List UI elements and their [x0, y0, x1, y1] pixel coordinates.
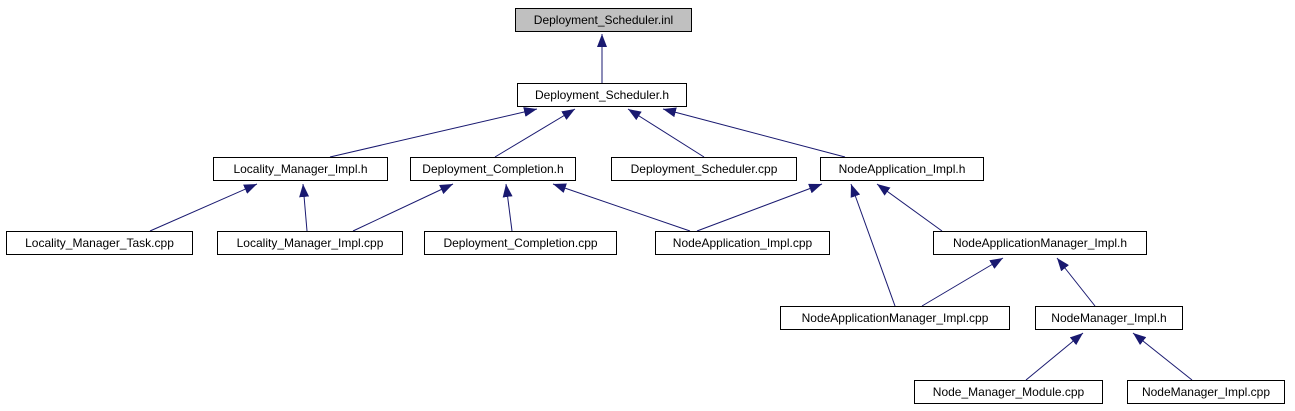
graph-node-deployment_scheduler_h[interactable]: Deployment_Scheduler.h: [517, 83, 687, 107]
graph-edges: [149, 34, 1193, 381]
graph-node-label: Node_Manager_Module.cpp: [932, 385, 1085, 399]
graph-node-nodeapplicationmanager_impl_h[interactable]: NodeApplicationManager_Impl.h: [933, 231, 1147, 255]
graph-node-nodemanager_impl_cpp[interactable]: NodeManager_Impl.cpp: [1127, 380, 1285, 404]
graph-node-node_manager_module_cpp[interactable]: Node_Manager_Module.cpp: [914, 380, 1103, 404]
graph-node-label: Deployment_Completion.cpp: [443, 236, 598, 250]
graph-node-locality_manager_impl_h[interactable]: Locality_Manager_Impl.h: [213, 157, 388, 181]
edge-deployment_scheduler_cpp-to-deployment_scheduler_h: [627, 108, 705, 158]
graph-node-locality_manager_task_cpp[interactable]: Locality_Manager_Task.cpp: [6, 231, 193, 255]
edge-node_manager_module_cpp-to-nodemanager_impl_h: [1025, 332, 1084, 381]
graph-node-label: NodeManager_Impl.h: [1051, 311, 1167, 325]
graph-node-nodeapplicationmanager_impl_cpp[interactable]: NodeApplicationManager_Impl.cpp: [780, 306, 1010, 330]
graph-node-label: Locality_Manager_Impl.h: [233, 162, 368, 176]
graph-node-label: Deployment_Scheduler.cpp: [630, 162, 778, 176]
graph-node-label: NodeApplication_Impl.cpp: [672, 236, 813, 250]
graph-node-label: Deployment_Completion.h: [422, 162, 564, 176]
edge-locality_manager_task_cpp-to-locality_manager_impl_h: [149, 183, 258, 232]
edge-nodeapplication_impl_cpp-to-nodeapplication_impl_h: [696, 183, 823, 232]
edge-nodeapplication_impl_cpp-to-deployment_completion_h: [552, 183, 691, 232]
graph-node-deployment_scheduler_cpp[interactable]: Deployment_Scheduler.cpp: [611, 157, 797, 181]
edge-nodemanager_impl_cpp-to-nodemanager_impl_h: [1132, 332, 1193, 381]
edge-locality_manager_impl_h-to-deployment_scheduler_h: [329, 107, 538, 158]
edge-nodeapplicationmanager_impl_h-to-nodeapplication_impl_h: [876, 183, 943, 232]
graph-node-label: NodeApplicationManager_Impl.cpp: [801, 311, 989, 325]
graph-node-label: Locality_Manager_Task.cpp: [25, 236, 174, 250]
graph-node-label: NodeApplication_Impl.h: [838, 162, 966, 176]
edge-locality_manager_impl_cpp-to-deployment_completion_h: [352, 183, 454, 232]
edge-locality_manager_impl_cpp-to-locality_manager_impl_h: [299, 183, 310, 232]
graph-node-locality_manager_impl_cpp[interactable]: Locality_Manager_Impl.cpp: [217, 231, 403, 255]
graph-node-label: Locality_Manager_Impl.cpp: [236, 236, 384, 250]
edge-nodeapplication_impl_h-to-deployment_scheduler_h: [662, 107, 846, 158]
graph-node-nodemanager_impl_h[interactable]: NodeManager_Impl.h: [1035, 306, 1183, 330]
graph-node-nodeapplication_impl_cpp[interactable]: NodeApplication_Impl.cpp: [655, 231, 830, 255]
graph-node-deployment_completion_h[interactable]: Deployment_Completion.h: [410, 157, 576, 181]
edge-deployment_completion_h-to-deployment_scheduler_h: [494, 108, 576, 158]
graph-node-label: Deployment_Scheduler.h: [534, 88, 670, 102]
graph-node-deployment_completion_cpp[interactable]: Deployment_Completion.cpp: [424, 231, 617, 255]
graph-node-label: Deployment_Scheduler.inl: [533, 13, 674, 27]
graph-node-label: NodeManager_Impl.cpp: [1141, 385, 1271, 399]
edge-nodemanager_impl_h-to-nodeapplicationmanager_impl_h: [1056, 257, 1096, 307]
graph-node-deployment_scheduler_inl[interactable]: Deployment_Scheduler.inl: [515, 8, 692, 32]
edge-nodeapplicationmanager_impl_cpp-to-nodeapplicationmanager_impl_h: [921, 257, 1004, 307]
graph-node-nodeapplication_impl_h[interactable]: NodeApplication_Impl.h: [820, 157, 984, 181]
edge-nodeapplicationmanager_impl_cpp-to-nodeapplication_impl_h: [850, 183, 896, 307]
edge-deployment_completion_cpp-to-deployment_completion_h: [502, 183, 513, 232]
graph-node-label: NodeApplicationManager_Impl.h: [952, 236, 1128, 250]
